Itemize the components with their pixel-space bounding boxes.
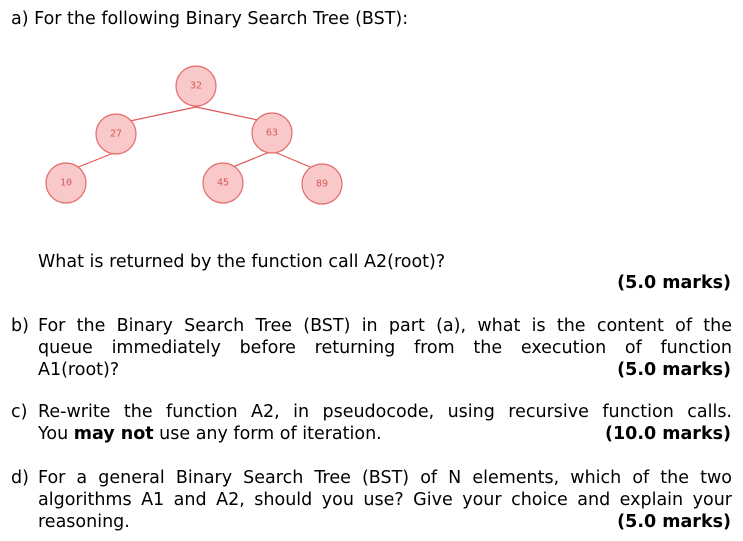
tree-node-63-label: 63	[266, 128, 278, 139]
tree-node-32-label: 32	[190, 81, 202, 92]
part-b-line-2: queue immediately before returning from …	[38, 338, 732, 358]
tree-node-45: 45	[202, 162, 244, 204]
part-d-line-3: reasoning.	[38, 512, 130, 532]
part-a-heading: For the following Binary Search Tree (BS…	[34, 9, 409, 29]
part-a-heading-row: a) For the following Binary Search Tree …	[11, 8, 408, 30]
part-a-marks: (5.0 marks)	[617, 273, 731, 293]
part-b-label: b)	[11, 316, 29, 336]
tree-node-63: 63	[251, 112, 293, 154]
tree-node-27: 27	[95, 113, 137, 155]
part-d-line-2: algorithms A1 and A2, should you use? Gi…	[38, 490, 732, 510]
part-c-line-2-bold: may not	[73, 424, 154, 444]
part-c-line-2: You may not use any form of iteration.	[38, 424, 382, 444]
part-d-label: d)	[11, 468, 29, 488]
part-a-label: a)	[11, 9, 29, 29]
part-b-text: For the Binary Search Tree (BST) in part…	[38, 315, 732, 381]
part-c-marks: (10.0 marks)	[605, 424, 731, 444]
part-b-marks: (5.0 marks)	[617, 360, 731, 380]
tree-node-45-label: 45	[217, 178, 229, 189]
tree-node-89: 89	[301, 163, 343, 205]
part-c-line-2-end: use any form of iteration.	[153, 424, 382, 444]
part-c-line-1: Re-write the function A2, in pseudocode,…	[38, 402, 732, 422]
part-b-line-3: A1(root)?	[38, 360, 120, 380]
part-b-line-1: For the Binary Search Tree (BST) in part…	[38, 316, 732, 336]
part-c-line-2-start: You	[38, 424, 74, 444]
tree-node-10: 10	[45, 162, 87, 204]
part-d-line-1: For a general Binary Search Tree (BST) o…	[38, 468, 732, 488]
tree-node-32: 32	[175, 65, 217, 107]
tree-node-89-label: 89	[316, 179, 328, 190]
part-c-text: Re-write the function A2, in pseudocode,…	[38, 401, 732, 445]
part-c-label: c)	[11, 402, 28, 422]
tree-node-27-label: 27	[110, 129, 122, 140]
part-a-question: What is returned by the function call A2…	[38, 252, 446, 272]
tree-node-10-label: 10	[60, 178, 72, 189]
part-d-text: For a general Binary Search Tree (BST) o…	[38, 467, 732, 533]
part-d-marks: (5.0 marks)	[617, 512, 731, 532]
